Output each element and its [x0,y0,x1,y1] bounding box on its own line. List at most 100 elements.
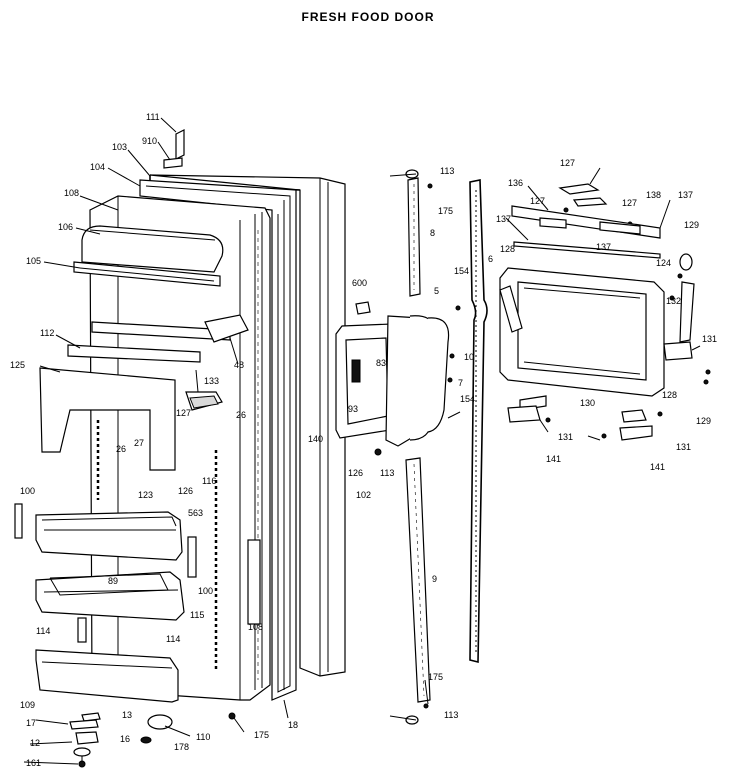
label-18: 18 [288,720,298,730]
label-136: 136 [508,178,523,188]
label-154: 154 [454,266,469,276]
rail-8 [405,169,433,297]
label-161: 161 [26,758,41,768]
label-130: 130 [580,398,595,408]
label-175: 175 [428,672,443,682]
rail-9 [405,457,431,725]
label-27: 27 [134,438,144,448]
label-137: 137 [678,190,693,200]
label-102: 102 [356,490,371,500]
label-128: 128 [500,244,515,254]
label-108: 108 [248,622,263,632]
label-123: 123 [138,490,153,500]
label-178: 178 [174,742,189,752]
label-106: 106 [58,222,73,232]
strip-114 [77,617,87,643]
label-112: 112 [40,328,54,338]
label-16: 16 [120,734,130,744]
label-110: 110 [196,732,210,742]
label-127: 127 [530,196,545,206]
label-127: 127 [176,408,191,418]
label-126: 126 [178,486,193,496]
label-116: 116 [202,476,216,486]
label-129: 129 [696,416,711,426]
label-141: 141 [650,462,665,472]
label-127: 127 [622,198,637,208]
dairy-shelf-105 [73,261,221,287]
label-6: 6 [488,254,493,264]
label-7: 7 [458,378,463,388]
label-137: 137 [496,214,511,224]
diagram-title: FRESH FOOD DOOR [301,10,435,24]
label-100: 100 [198,586,213,596]
label-111: 111 [146,112,160,122]
panel-125 [39,367,176,471]
label-140: 140 [308,434,323,444]
label-127: 127 [560,158,575,168]
label-128: 128 [662,390,677,400]
label-13: 13 [122,710,132,720]
module-133 [185,391,223,411]
label-12: 12 [30,738,40,748]
label-104: 104 [90,162,105,172]
label-138: 138 [646,190,661,200]
center-tray-assembly [335,301,435,456]
label-108: 108 [64,188,79,198]
door-gasket [139,179,297,701]
bin-115 [35,571,185,621]
label-114: 114 [36,626,50,636]
label-17: 17 [26,718,36,728]
gasket-6 [469,179,488,664]
label-175: 175 [438,206,453,216]
right-top-parts [511,183,693,279]
label-141: 141 [546,454,561,464]
label-563: 563 [188,508,203,518]
strip-100-left [14,503,23,539]
bin-109 [35,649,179,703]
label-113: 113 [380,468,394,478]
label-5: 5 [434,286,439,296]
label-137: 137 [596,242,611,252]
label-126: 126 [348,468,363,478]
label-131: 131 [558,432,573,442]
label-132: 132 [666,296,681,306]
bottom-small-parts [69,712,236,768]
label-114: 114 [166,634,180,644]
label-115: 115 [190,610,204,620]
label-93: 93 [348,404,358,414]
label-133: 133 [204,376,219,386]
label-113: 113 [440,166,454,176]
bracket-111 [163,129,185,169]
label-131: 131 [702,334,717,344]
label-9: 9 [432,574,437,584]
handle-parts [427,305,461,433]
label-600: 600 [352,278,367,288]
label-910: 910 [142,136,157,146]
dairy-compartment-door [81,225,224,273]
label-113: 113 [444,710,458,720]
label-8: 8 [430,228,435,238]
label-109: 109 [20,700,35,710]
part-labels: 111 910 103 104 108 106 105 112 125 133 … [10,112,717,768]
shelf-trim-112 [67,344,201,363]
strip-108 [247,539,261,625]
label-26: 26 [116,444,126,454]
label-131: 131 [676,442,691,452]
label-10: 10 [464,352,474,362]
label-89: 89 [108,576,118,586]
label-26: 26 [236,410,246,420]
label-105: 105 [26,256,41,266]
bin-123 [35,511,183,561]
label-48: 48 [234,360,244,370]
hinge-arms [499,281,711,385]
label-125: 125 [10,360,25,370]
door-frame-right [499,267,665,397]
liner-shelf [91,321,231,341]
label-175: 175 [254,730,269,740]
clip-48 [204,314,249,343]
label-83: 83 [376,358,386,368]
label-100: 100 [20,486,35,496]
label-124: 124 [656,258,671,268]
strip-100-mid [187,536,197,578]
